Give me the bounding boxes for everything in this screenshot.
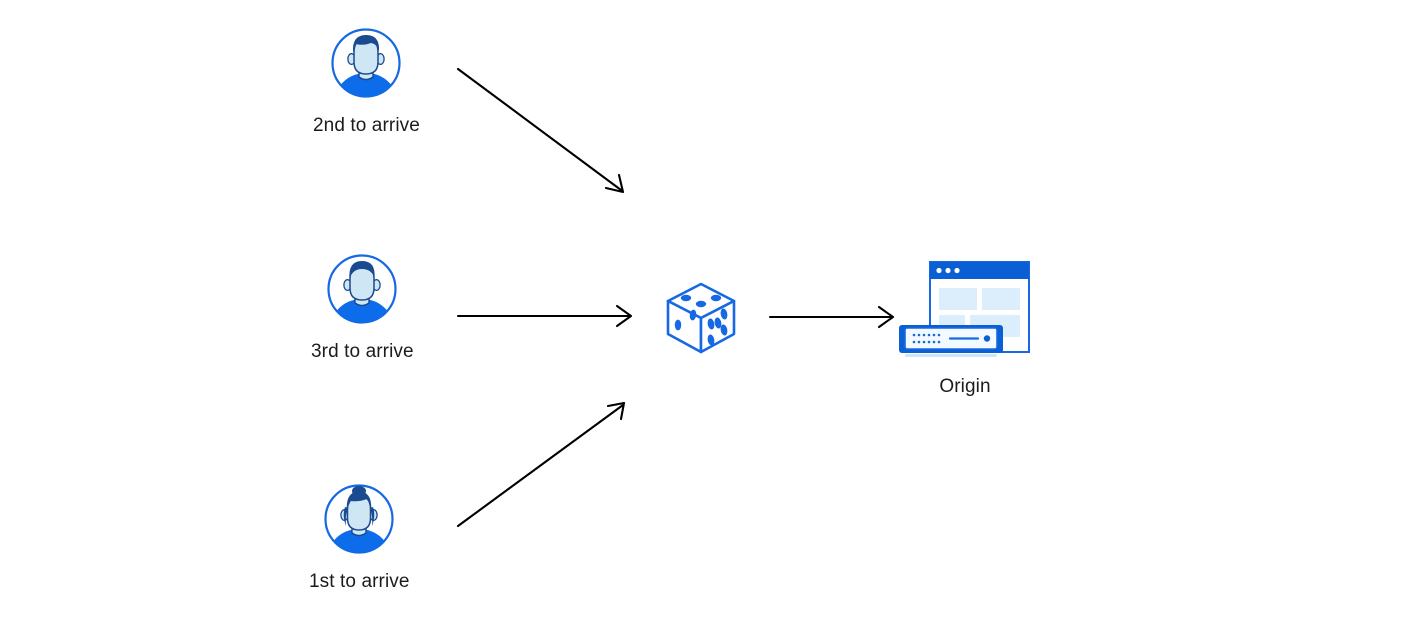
node-label: 1st to arrive bbox=[309, 571, 410, 592]
node-origin[interactable]: Origin bbox=[895, 258, 1035, 399]
arrow-1st-to-dice bbox=[456, 401, 626, 528]
server-device bbox=[899, 325, 1003, 357]
user-avatar-icon bbox=[329, 26, 403, 100]
arrow-3rd-to-dice bbox=[456, 304, 633, 328]
user-avatar-icon bbox=[325, 252, 399, 326]
node-label: Origin bbox=[939, 376, 991, 397]
node-label: 3rd to arrive bbox=[311, 341, 414, 362]
arrow-2nd-to-dice bbox=[456, 67, 625, 194]
origin-server-icon bbox=[895, 258, 1035, 362]
node-user-1st[interactable]: 1st to arrive bbox=[309, 482, 410, 594]
node-label: 2nd to arrive bbox=[313, 115, 420, 136]
arrow-dice-to-origin bbox=[768, 305, 895, 329]
dice-icon bbox=[656, 272, 746, 362]
node-dice[interactable] bbox=[656, 272, 746, 362]
node-user-3rd[interactable]: 3rd to arrive bbox=[311, 252, 414, 364]
node-user-2nd[interactable]: 2nd to arrive bbox=[313, 26, 420, 138]
user-avatar-icon bbox=[322, 482, 396, 556]
